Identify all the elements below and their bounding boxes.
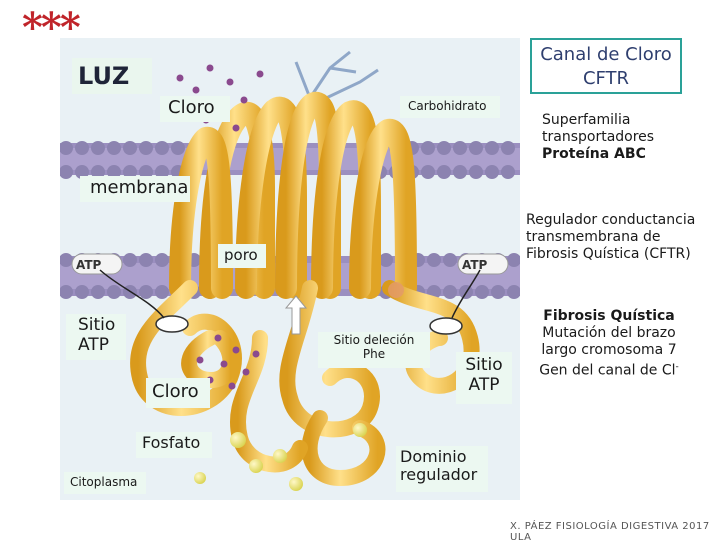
- carbohydrate-chains: [294, 50, 379, 102]
- dominio-line2: regulador: [400, 465, 478, 485]
- footer-credit: X. PÁEZ FISIOLOGÍA DIGESTIVA 2017 ULA: [510, 521, 710, 543]
- citoplasma-label: Citoplasma: [64, 472, 146, 494]
- sitio-delecion-label: Sitio deleción Phe: [318, 332, 430, 368]
- carbohidrato-label: Carbohidrato: [400, 96, 500, 118]
- superfamilia-line1: Superfamilia: [542, 112, 631, 128]
- regulador-line2: transmembrana de: [526, 229, 661, 245]
- poro-label: poro: [218, 244, 266, 268]
- regulador-line3: Fibrosis Quística (CFTR): [526, 246, 691, 262]
- fibrosis-superscript: -: [675, 362, 679, 372]
- superfamilia-line3: Proteína ABC: [542, 146, 646, 162]
- regulador-text: Regulador conductancia transmembrana de …: [526, 212, 695, 263]
- sitio-atp-left-label: Sitio ATP: [66, 314, 126, 360]
- atp-left-label: ATP: [76, 258, 102, 272]
- atp-right-marker: [457, 253, 509, 275]
- cloro-top-label: Cloro: [160, 96, 230, 122]
- cftr-title-line2: CFTR: [582, 68, 630, 89]
- fibrosis-line2: largo cromosoma 7: [541, 342, 677, 358]
- sitio-delecion-line2: Phe: [362, 346, 386, 361]
- cftr-title-box: Canal de Cloro CFTR: [530, 38, 682, 94]
- transmembrane-helices: [169, 92, 417, 299]
- dominio-regulador-label: Dominio regulador: [396, 446, 488, 492]
- phosphate-groups: [194, 423, 367, 491]
- fibrosis-title: Fibrosis Quística: [543, 308, 675, 324]
- sitio-atp-left-line1: Sitio: [78, 315, 116, 335]
- pore-arrow-icon: [284, 295, 308, 335]
- fibrosis-line1: Mutación del brazo: [542, 325, 676, 341]
- atp-site-right-oval: [429, 317, 463, 335]
- sitio-atp-right-line2: ATP: [468, 374, 500, 395]
- pointer-arrows: [99, 269, 481, 319]
- cftr-title-line1: Canal de Cloro: [540, 44, 672, 65]
- sitio-atp-right-label: Sitio ATP: [456, 352, 512, 404]
- atp-right-label: ATP: [462, 258, 488, 272]
- sitio-atp-left-line2: ATP: [78, 334, 109, 355]
- superfamilia-line2: transportadores: [542, 129, 655, 145]
- deletion-site-marker: [388, 282, 404, 298]
- fibrosis-text: Fibrosis Quística Mutación del brazo lar…: [534, 308, 684, 380]
- sitio-delecion-line1: Sitio deleción: [333, 333, 415, 347]
- cloro-bottom-label: Cloro: [146, 378, 210, 408]
- regulador-line1: Regulador conductancia: [526, 212, 696, 228]
- atp-left-marker: [71, 253, 123, 275]
- luz-label: LUZ: [72, 58, 152, 94]
- dominio-line1: Dominio: [400, 447, 467, 466]
- fosfato-label: Fosfato: [136, 432, 212, 458]
- fibrosis-line3-text: Gen del canal de Cl: [539, 362, 676, 379]
- fibrosis-line3: Gen del canal de Cl-: [534, 359, 684, 380]
- superfamilia-text: Superfamilia transportadores Proteína AB…: [542, 112, 654, 163]
- cftr-illustration: [60, 38, 520, 500]
- sitio-atp-right-line1: Sitio: [465, 355, 503, 375]
- membrana-label: membrana: [80, 176, 190, 202]
- atp-site-left-oval: [155, 315, 189, 333]
